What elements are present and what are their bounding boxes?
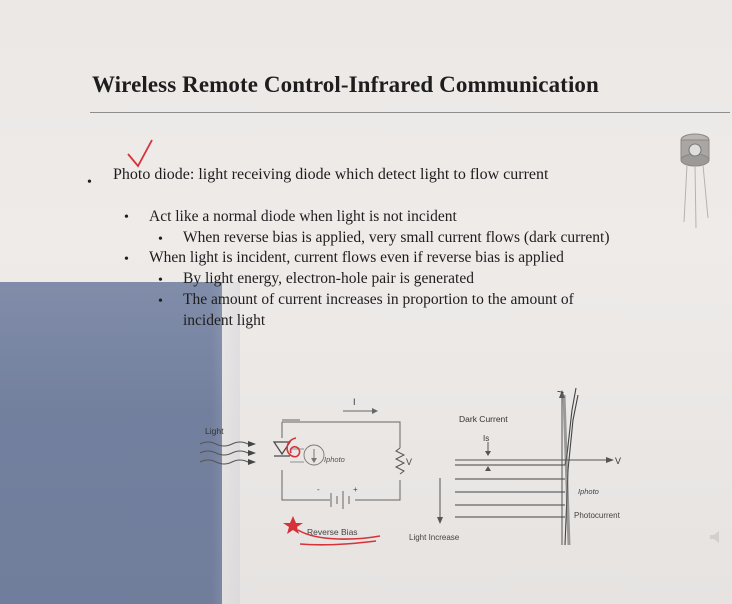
iphoto-label: Iphoto: [324, 455, 345, 464]
current-label: I: [353, 397, 356, 407]
photodiode-component-icon: [680, 133, 710, 229]
check-mark-icon: [127, 139, 153, 168]
plus-label: +: [353, 485, 358, 494]
bullet-dark-current: When reverse bias is applied, very small…: [183, 229, 610, 246]
iphoto-graph-label: Iphoto: [578, 487, 599, 496]
resistor-icon: [394, 447, 406, 475]
voltage-label: V: [406, 457, 412, 467]
shadow-overlay: [0, 282, 222, 604]
bullet-photodiode: Photo diode: light receiving diode which…: [113, 166, 549, 183]
x-axis-label: V: [615, 456, 621, 466]
bullet-light-incident: When light is incident, current flows ev…: [149, 249, 564, 266]
photocurrent-label: Photocurrent: [574, 511, 621, 520]
bullet-normal-diode: Act like a normal diode when light is no…: [149, 208, 457, 225]
y-axis-label: I: [556, 390, 566, 394]
light-increase-label: Light Increase: [409, 533, 460, 542]
speaker-icon: [710, 531, 719, 543]
reverse-bias-label: Reverse Bias: [307, 527, 358, 537]
title-underline: [90, 112, 730, 113]
bullet-dot: •: [158, 273, 163, 288]
bullet-proportion: The amount of current increases in propo…: [183, 291, 574, 308]
slide-title: Wireless Remote Control-Infrared Communi…: [92, 72, 599, 97]
light-arrowheads: [248, 441, 256, 465]
bullet-proportion-cont: incident light: [183, 312, 266, 329]
shadow-edge: [0, 282, 240, 604]
bullet-dot: •: [158, 294, 163, 309]
minus-label: -: [317, 485, 320, 494]
photodiode-symbol-icon: [272, 441, 325, 466]
red-annotations: [286, 437, 381, 546]
bullet-dot: •: [158, 232, 163, 247]
bullet-dot: •: [87, 175, 92, 190]
battery-icon: [330, 491, 350, 509]
light-label: Light: [205, 426, 224, 436]
star-icon: [283, 516, 303, 534]
bullet-dot: •: [124, 252, 129, 267]
iv-curves: [455, 387, 579, 546]
is-label: Is: [483, 434, 489, 443]
red-circle-scribble: [286, 437, 301, 458]
dark-current-label: Dark Current: [459, 414, 508, 424]
circuit-wires: [281, 419, 401, 501]
light-rays: [199, 441, 249, 465]
bullet-electron-hole: By light energy, electron-hole pair is g…: [183, 270, 474, 287]
bullet-dot: •: [124, 210, 129, 225]
